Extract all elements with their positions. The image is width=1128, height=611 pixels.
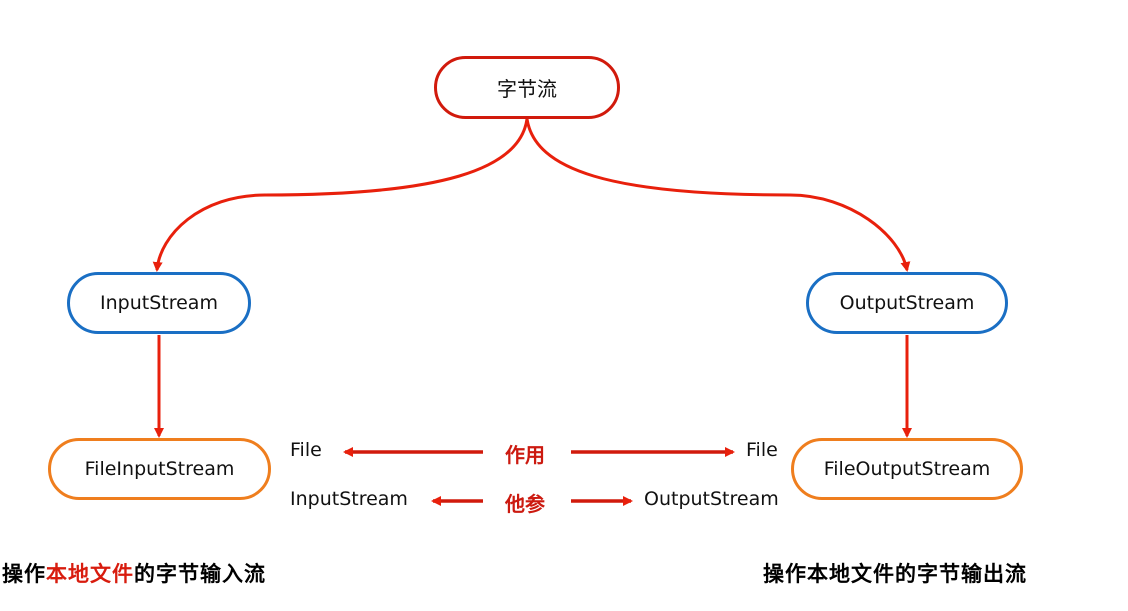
- node-byte-stream: 字节流: [434, 56, 620, 119]
- caption-suffix: 的字节输入流: [134, 562, 266, 586]
- node-label: InputStream: [100, 292, 218, 314]
- caption-output: 操作本地文件的字节输出流: [763, 562, 1027, 586]
- node-label: FileOutputStream: [823, 458, 991, 480]
- relation-file-right: File: [746, 439, 778, 461]
- caption-highlight: 本地文件: [46, 562, 134, 586]
- node-fileinputstream: FileInputStream: [48, 438, 271, 500]
- arrow-root-to-outputstream: [525, 118, 911, 272]
- node-label: FileInputStream: [84, 458, 235, 480]
- caption-prefix: 操作: [2, 562, 46, 586]
- caption-input: 操作本地文件的字节输入流: [2, 558, 266, 588]
- node-inputstream: InputStream: [67, 272, 251, 334]
- relation-zuoyong-label: 作用: [505, 443, 545, 467]
- node-fileoutputstream: FileOutputStream: [791, 438, 1023, 500]
- relation-outputstream-right: OutputStream: [644, 488, 779, 510]
- arrow-root-to-inputstream: [152, 118, 529, 272]
- node-label: 字节流: [497, 77, 557, 101]
- node-outputstream: OutputStream: [806, 272, 1008, 334]
- relation-param-label: 他参: [505, 492, 545, 516]
- node-label: OutputStream: [839, 292, 975, 314]
- relation-inputstream-left: InputStream: [290, 488, 408, 510]
- relation-file-left: File: [290, 439, 322, 461]
